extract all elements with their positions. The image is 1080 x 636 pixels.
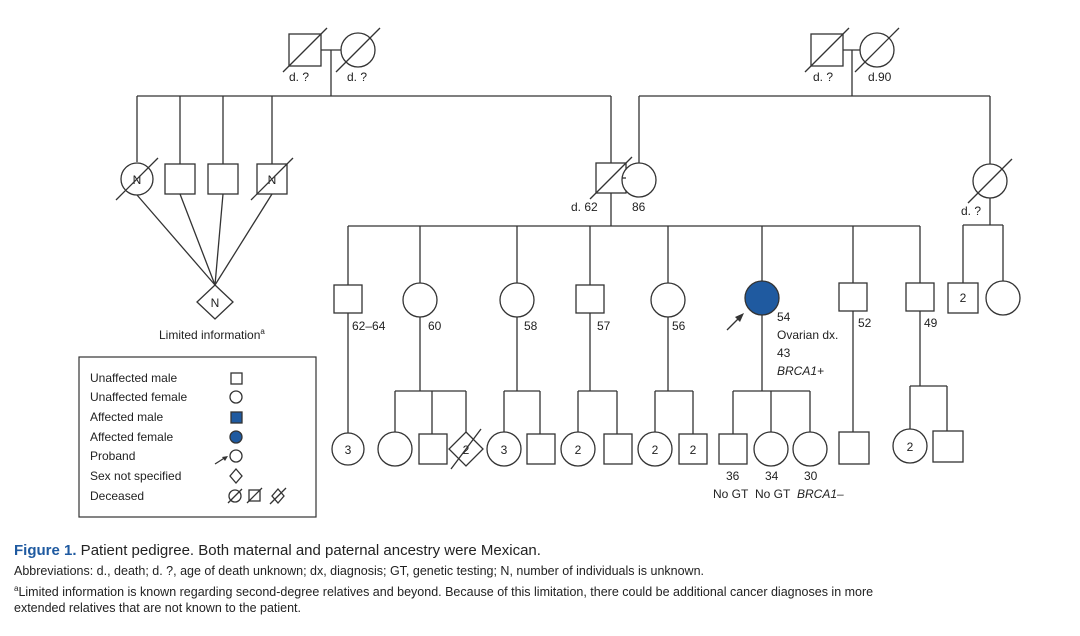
daughter-age-label: 34 xyxy=(765,469,779,483)
figure-label: Figure 1. xyxy=(14,542,77,559)
sister-symbol xyxy=(402,282,438,318)
nephew-count: 3 xyxy=(345,443,352,457)
niece-group-symbol xyxy=(892,428,928,464)
figure-title: Figure 1. Patient pedigree. Both materna… xyxy=(14,542,1070,559)
legend-proband-label: Proband xyxy=(90,449,135,463)
legend-affected-female-icon xyxy=(229,430,243,444)
son-age-label: 36 xyxy=(726,469,740,483)
paternal-uncle-symbol xyxy=(164,163,196,195)
abbreviations-note: Abbreviations: d., death; d. ?, age of d… xyxy=(14,564,704,578)
maternal-cousin-female-symbol xyxy=(985,280,1021,316)
niece-count: 2 xyxy=(652,443,659,457)
figure-title-text: Patient pedigree. Both maternal and pate… xyxy=(76,542,541,559)
proband-arrow-icon xyxy=(735,313,744,322)
brother-symbol xyxy=(838,282,868,312)
sister-symbol xyxy=(650,282,686,318)
nephew-symbol xyxy=(838,431,870,465)
brother-age-label: 49 xyxy=(924,316,938,330)
proband-mutation-label: BRCA1+ xyxy=(777,364,824,378)
mother-label: 86 xyxy=(632,200,646,214)
nephew-symbol xyxy=(418,433,448,465)
legend-affected-male-icon xyxy=(230,411,243,424)
aunt-count: N xyxy=(133,173,142,187)
niece-count: 2 xyxy=(575,443,582,457)
sex-unspecified-symbol xyxy=(196,284,234,320)
mother-symbol xyxy=(621,162,657,198)
maternal-grandmother-label: d.90 xyxy=(868,70,892,84)
nephew-symbol xyxy=(932,430,964,463)
brother-age-label: 57 xyxy=(597,319,611,333)
paternal-uncle-symbol xyxy=(207,163,239,195)
paternal-sibship: N N N Limited informationa xyxy=(115,95,612,342)
brother-age-label: 52 xyxy=(858,316,872,330)
brother-symbol xyxy=(333,284,363,314)
legend: Unaffected male Unaffected female Affect… xyxy=(78,356,317,518)
daughter-symbol xyxy=(753,431,789,467)
legend-deceased-label: Deceased xyxy=(90,489,144,503)
maternal-grandparents: d. ? d.90 xyxy=(638,27,991,164)
sister-age-label: 58 xyxy=(524,319,538,333)
legend-sex-not-specified-icon xyxy=(229,468,243,484)
sister-age-label: 56 xyxy=(672,319,686,333)
son-symbol xyxy=(718,433,748,465)
nephew-group-symbol xyxy=(331,432,365,466)
paternal-grandparents: d. ? d. ? xyxy=(282,27,381,96)
limited-information-label: Limited informationa xyxy=(159,327,265,342)
footnote-line2: extended relatives that are not known to… xyxy=(14,601,301,616)
parents: d. 62 86 xyxy=(571,156,657,226)
proband-sibship: 62–64 3 60 2 58 3 57 2 xyxy=(331,225,964,501)
daughter-gt-label: BRCA1– xyxy=(797,487,844,501)
maternal-grandfather-label: d. ? xyxy=(813,70,833,84)
legend-unaffected-female-icon xyxy=(229,390,243,404)
sibling-count: 2 xyxy=(463,443,470,457)
proband-symbol xyxy=(744,280,780,316)
footnote-line1: Limited information is known regarding s… xyxy=(18,585,874,600)
nephew-count: 2 xyxy=(690,443,697,457)
nephew-symbol xyxy=(526,433,556,465)
cousin-count: 2 xyxy=(960,291,967,305)
daughter-symbol xyxy=(792,431,828,467)
son-gt-label: No GT xyxy=(713,487,749,501)
niece-count: 2 xyxy=(907,440,914,454)
uncle-count: N xyxy=(268,173,277,187)
maternal-aunt: d. ? 2 xyxy=(947,158,1021,316)
niece-group-symbol xyxy=(637,431,673,467)
nephew-group-symbol xyxy=(678,433,708,465)
legend-sex-not-specified-label: Sex not specified xyxy=(90,469,181,483)
niece-group-symbol xyxy=(486,431,522,467)
proband-dx-age-label: 43 xyxy=(777,346,791,360)
footnote: aLimited information is known regarding … xyxy=(14,581,1070,616)
legend-affected-male-label: Affected male xyxy=(90,410,163,424)
daughter-age-label: 30 xyxy=(804,469,818,483)
cousin-count: N xyxy=(211,296,220,310)
legend-unaffected-male-label: Unaffected male xyxy=(90,371,177,385)
legend-proband-icon xyxy=(229,449,243,463)
nephew-symbol xyxy=(603,433,633,465)
paternal-grandmother-label: d. ? xyxy=(347,70,367,84)
sister-symbol xyxy=(499,282,535,318)
legend-unaffected-male-icon xyxy=(230,372,243,385)
legend-unaffected-female-label: Unaffected female xyxy=(90,390,187,404)
brother-symbol xyxy=(905,282,935,312)
figure-caption: Figure 1. Patient pedigree. Both materna… xyxy=(14,542,1070,618)
daughter-gt-label: No GT xyxy=(755,487,791,501)
maternal-aunt-label: d. ? xyxy=(961,204,981,218)
niece-count: 3 xyxy=(501,443,508,457)
brother-age-label: 62–64 xyxy=(352,319,386,333)
niece-symbol xyxy=(377,431,413,467)
legend-proband-arrow-icon xyxy=(222,456,228,461)
paternal-grandfather-label: d. ? xyxy=(289,70,309,84)
brother-symbol xyxy=(575,284,605,314)
sister-age-label: 60 xyxy=(428,319,442,333)
father-label: d. 62 xyxy=(571,200,598,214)
pedigree-diagram: d. ? d. ? N N N Limited informationa xyxy=(78,27,1021,518)
niece-group-symbol xyxy=(560,431,596,467)
proband-age-label: 54 xyxy=(777,310,791,324)
proband-dx-label: Ovarian dx. xyxy=(777,328,838,342)
legend-affected-female-label: Affected female xyxy=(90,430,173,444)
footnote-marker: a xyxy=(14,584,19,593)
maternal-cousin-group-symbol xyxy=(947,282,979,314)
